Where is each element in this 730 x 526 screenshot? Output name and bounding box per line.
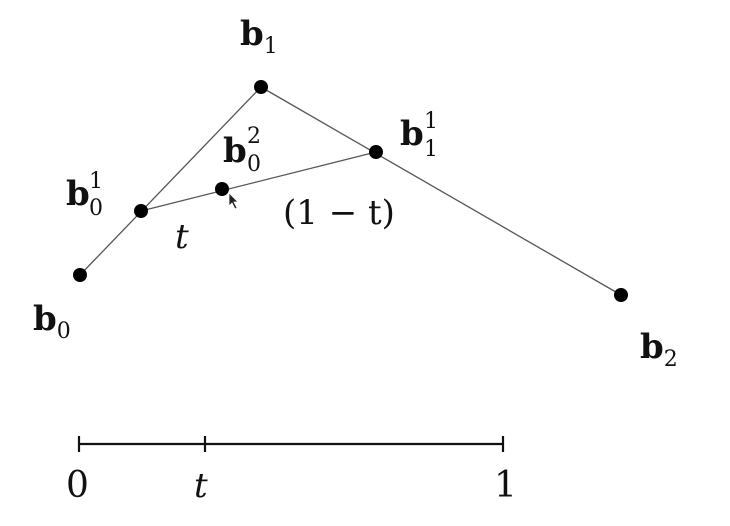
svg-text:0: 0: [89, 196, 103, 221]
svg-text:1: 1: [424, 137, 438, 162]
svg-text:b: b: [223, 131, 247, 171]
number-line-label-1: 1: [494, 465, 517, 506]
control-edge-b1-b2: [260, 86, 622, 296]
label-b01: b 1 0: [66, 169, 103, 221]
point-b0: [73, 268, 87, 282]
number-line-label-t: t: [194, 466, 208, 506]
svg-text:2: 2: [247, 124, 261, 149]
number-line-label-0: 0: [66, 465, 89, 506]
label-b02: b 2 0: [223, 124, 261, 177]
label-b0: b0: [33, 299, 71, 344]
number-line: [77, 436, 505, 452]
intermediate-edge: [140, 151, 377, 212]
svg-text:1: 1: [424, 109, 438, 134]
label-b1: b1: [240, 14, 278, 59]
control-edge-b0-b1: [79, 86, 262, 276]
label-one-minus-t: (1 − t): [283, 193, 395, 233]
point-b02: [215, 182, 229, 196]
svg-text:1: 1: [89, 169, 103, 194]
point-b11: [369, 145, 383, 159]
svg-text:0: 0: [247, 152, 261, 177]
label-b2: b2: [640, 327, 678, 372]
point-b1: [254, 80, 268, 94]
label-t-segment: t: [175, 217, 189, 257]
label-b11: b 1 1: [400, 109, 438, 162]
svg-text:b: b: [66, 174, 90, 214]
point-b01: [134, 204, 148, 218]
svg-text:b: b: [400, 114, 424, 154]
mouse-cursor-icon: [228, 192, 239, 210]
point-b2: [614, 288, 628, 302]
